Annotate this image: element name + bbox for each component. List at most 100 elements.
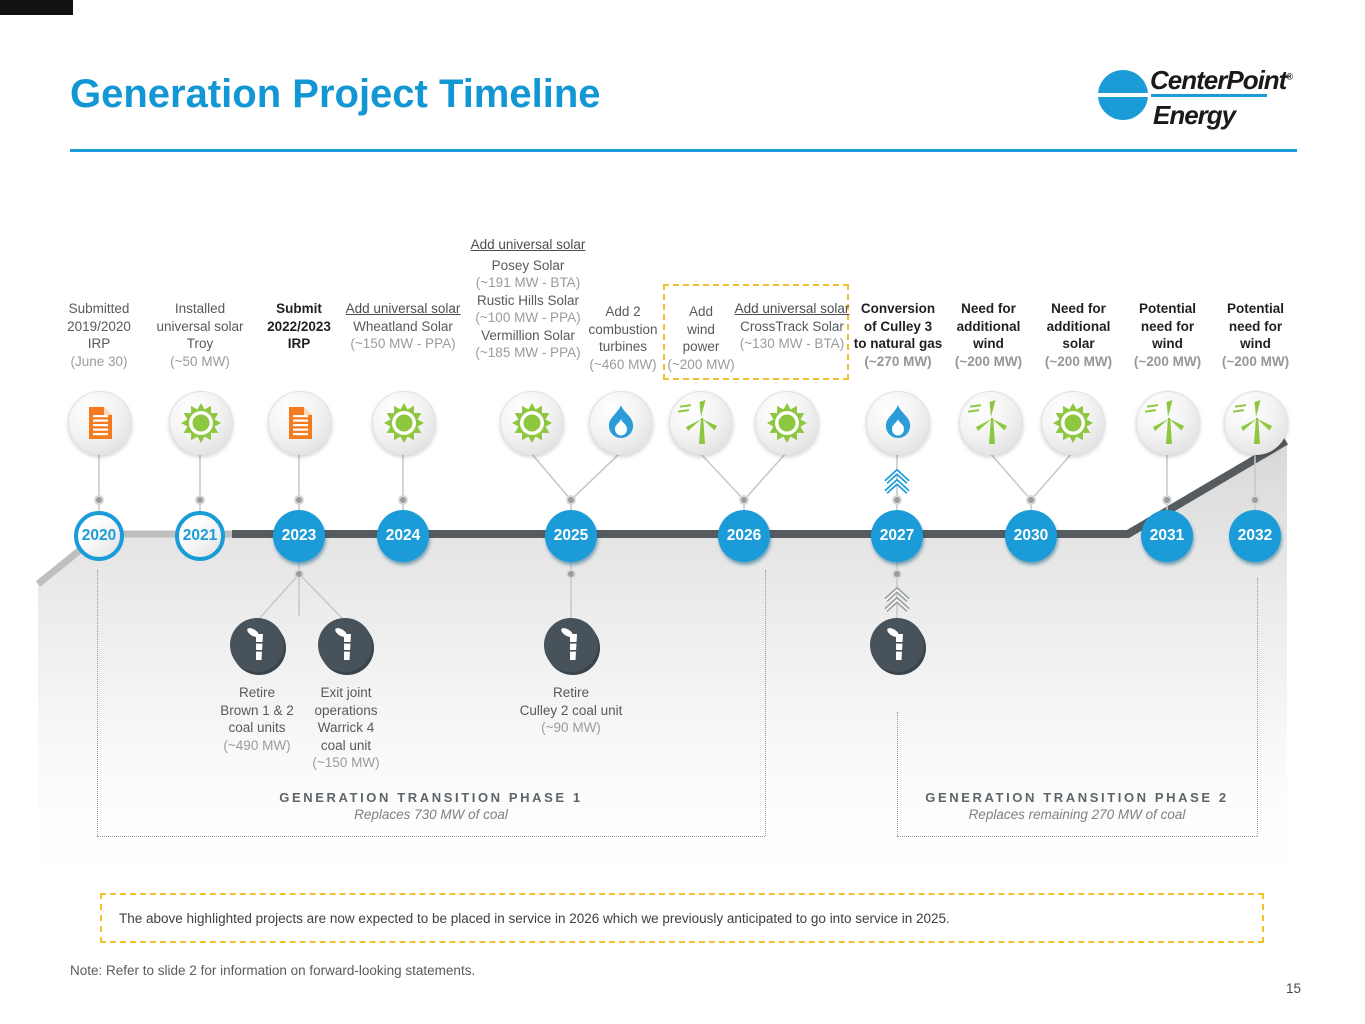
year-marker-2027: 2027 bbox=[871, 510, 923, 562]
label-text: Need for additional wind bbox=[956, 301, 1021, 351]
label-subtext: (~185 MW - PPA) bbox=[475, 345, 581, 360]
milestone-icon bbox=[755, 391, 819, 455]
coal-retirement-circle bbox=[544, 618, 598, 672]
gas-flame-icon bbox=[885, 405, 911, 438]
label-subtext: (~200 MW) bbox=[954, 353, 1023, 369]
irp-document-icon bbox=[289, 407, 312, 439]
milestone-icon bbox=[68, 391, 132, 455]
label-text: CrossTrack Solar bbox=[740, 318, 844, 334]
year-marker-2021: 2021 bbox=[175, 511, 225, 561]
milestone-label-need-additional-solar: Need for additional solar (~200 MW) bbox=[1031, 300, 1126, 370]
milestone-label-submit-irp: Submit 2022/2023 IRP bbox=[249, 300, 349, 353]
solar-sun-icon bbox=[384, 403, 424, 443]
retirement-label-warrick: Exit joint operations Warrick 4 coal uni… bbox=[290, 684, 402, 772]
label-subtext: (~200 MW) bbox=[1221, 353, 1290, 369]
gray-up-chevrons-icon bbox=[882, 587, 912, 613]
label-text: Exit joint operations Warrick 4 coal uni… bbox=[314, 685, 378, 753]
milestone-label-2025-solar-projects: Add universal solar Posey Solar (~191 MW… bbox=[456, 236, 600, 362]
milestone-icon bbox=[169, 391, 233, 455]
year-marker-2023: 2023 bbox=[273, 510, 325, 562]
highlighted-note-text: The above highlighted projects are now e… bbox=[119, 910, 950, 926]
milestone-icon bbox=[959, 391, 1023, 455]
label-text: Posey Solar bbox=[491, 257, 565, 273]
logo-text-centerpoint: CenterPoint bbox=[1150, 65, 1287, 95]
phase2-right-dotted-line bbox=[1257, 578, 1258, 836]
title-divider bbox=[70, 149, 1297, 152]
milestone-icon bbox=[1224, 391, 1288, 455]
blue-up-chevrons-icon bbox=[882, 469, 912, 495]
label-subtext: (~50 MW) bbox=[170, 353, 230, 369]
label-subtext: (~130 MW - BTA) bbox=[739, 336, 845, 351]
label-subtext: (~270 MW) bbox=[864, 353, 932, 369]
logo-blue-stripe bbox=[1151, 94, 1267, 97]
wind-turbine-icon bbox=[1232, 400, 1272, 444]
highlighted-note-box: The above highlighted projects are now e… bbox=[100, 893, 1264, 943]
phase2-left-dotted-line bbox=[897, 712, 898, 836]
milestone-label-submitted-irp: Submitted 2019/2020 IRP (June 30) bbox=[49, 300, 149, 370]
label-subtext: (June 30) bbox=[70, 353, 128, 369]
label-subtext: (~150 MW) bbox=[312, 755, 380, 770]
label-text: Submit 2022/2023 IRP bbox=[267, 301, 331, 351]
coal-stack-icon bbox=[885, 627, 904, 660]
milestone-label-crosstrack-solar: Add universal solar CrossTrack Solar (~1… bbox=[730, 300, 854, 353]
year-marker-2030: 2030 bbox=[1005, 510, 1057, 562]
year-marker-2031: 2031 bbox=[1141, 510, 1193, 562]
label-subtext: (~90 MW) bbox=[541, 720, 601, 735]
centerpoint-energy-logo: CenterPoint® Energy bbox=[1093, 63, 1308, 141]
milestone-label-add-wind-power: Add wind power (~200 MW) bbox=[666, 303, 736, 373]
logo-brand-line1: CenterPoint® bbox=[1150, 65, 1293, 96]
coal-stack-icon bbox=[559, 627, 578, 660]
registered-mark: ® bbox=[1286, 71, 1293, 82]
label-text: Potential need for wind bbox=[1226, 301, 1284, 351]
label-text: Need for additional solar bbox=[1046, 301, 1111, 351]
label-subtext: (~490 MW) bbox=[223, 737, 291, 753]
milestone-label-wheatland-solar: Add universal solar Wheatland Solar (~15… bbox=[337, 300, 469, 353]
label-subtext: (~460 MW) bbox=[589, 356, 657, 372]
milestone-icon bbox=[500, 391, 564, 455]
label-text: Retire Culley 2 coal unit bbox=[519, 685, 623, 718]
milestone-label-combustion-turbines: Add 2 combustion turbines (~460 MW) bbox=[573, 303, 673, 373]
label-text: Wheatland Solar bbox=[353, 318, 453, 334]
milestone-icon bbox=[866, 391, 930, 455]
label-text: Installed universal solar Troy bbox=[156, 301, 244, 351]
milestone-label-potential-wind-2032: Potential need for wind (~200 MW) bbox=[1208, 300, 1303, 370]
coal-conversion-circle bbox=[870, 618, 924, 672]
year-marker-2024: 2024 bbox=[377, 510, 429, 562]
label-text: Submitted 2019/2020 IRP bbox=[67, 301, 131, 351]
label-text: Vermillion Solar bbox=[481, 327, 575, 343]
retirement-label-brown: Retire Brown 1 & 2 coal units (~490 MW) bbox=[202, 684, 312, 754]
label-text: Retire Brown 1 & 2 coal units bbox=[220, 685, 294, 735]
milestone-icon bbox=[372, 391, 436, 455]
label-subtext: (~191 MW - BTA) bbox=[475, 275, 581, 290]
coal-stack-icon bbox=[245, 627, 264, 660]
label-text: Potential need for wind bbox=[1138, 301, 1196, 351]
milestone-icon bbox=[1041, 391, 1105, 455]
year-marker-2020: 2020 bbox=[74, 511, 124, 561]
highlighted-projects-box bbox=[663, 284, 849, 380]
wind-turbine-icon bbox=[677, 400, 717, 444]
phase2-title: GENERATION TRANSITION PHASE 2 bbox=[925, 790, 1229, 805]
retirement-label-culley2: Retire Culley 2 coal unit (~90 MW) bbox=[491, 684, 651, 737]
year-marker-2026: 2026 bbox=[718, 510, 770, 562]
phase1-left-dotted-line bbox=[97, 570, 98, 836]
phase2-subtitle: Replaces remaining 270 MW of coal bbox=[968, 807, 1186, 822]
solar-sun-icon bbox=[1053, 403, 1093, 443]
label-text: Conversion of Culley 3 to natural gas bbox=[853, 301, 943, 351]
milestone-label-installed-troy-solar: Installed universal solar Troy (~50 MW) bbox=[143, 300, 257, 370]
milestone-label-potential-wind-2031: Potential need for wind (~200 MW) bbox=[1120, 300, 1215, 370]
irp-document-icon bbox=[89, 407, 112, 439]
label-heading: Add universal solar bbox=[345, 301, 461, 316]
phase2-bottom-dotted-line bbox=[897, 836, 1257, 837]
page-number: 15 bbox=[1286, 981, 1302, 996]
phase1-label: GENERATION TRANSITION PHASE 1 Replaces 7… bbox=[181, 790, 681, 822]
phase2-label: GENERATION TRANSITION PHASE 2 Replaces r… bbox=[877, 790, 1277, 822]
coal-retirement-circle bbox=[318, 618, 372, 672]
logo-white-stripe bbox=[1095, 93, 1151, 97]
logo-brand-line2: Energy bbox=[1153, 100, 1236, 130]
phase1-title: GENERATION TRANSITION PHASE 1 bbox=[279, 790, 583, 805]
milestone-icon bbox=[589, 391, 653, 455]
phase1-subtitle: Replaces 730 MW of coal bbox=[354, 807, 508, 822]
phase1-bottom-dotted-line bbox=[97, 836, 765, 837]
